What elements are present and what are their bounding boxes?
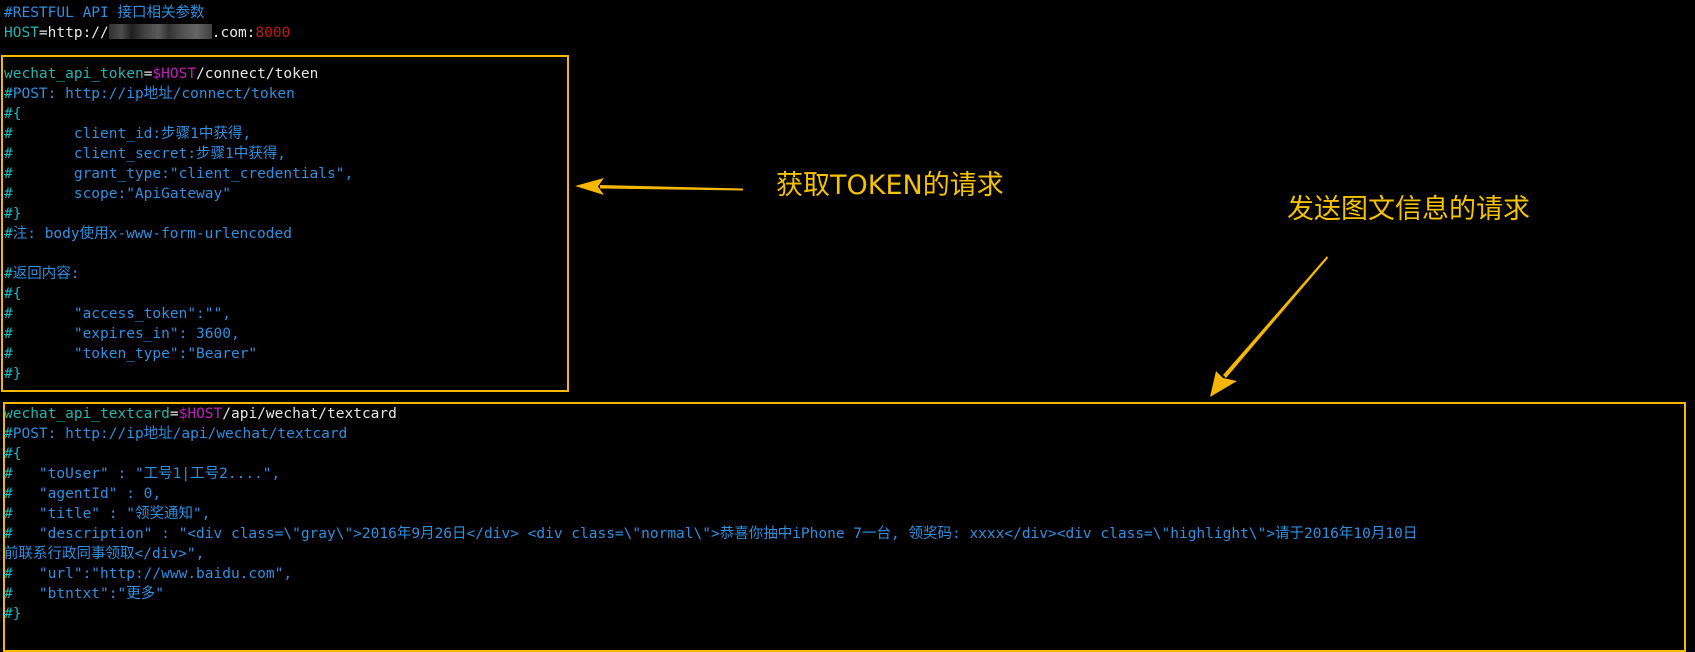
token-line-12: # "access_token":"", <box>4 304 231 324</box>
token-line-4: # client_secret:步骤1中获得, <box>4 144 286 164</box>
comment-marker: # <box>4 486 13 502</box>
comment-text: "access_token":"", <box>12 306 231 322</box>
arrow-left-icon <box>575 178 743 195</box>
comment-text: client_secret:步骤1中获得, <box>12 146 287 162</box>
textcard-path: /api/wechat/textcard <box>222 406 397 422</box>
comment-text: client_id:步骤1中获得, <box>12 126 252 142</box>
comment-text: "url":"http://www.baidu.com", <box>12 566 293 582</box>
comment-marker: #} <box>4 206 22 222</box>
textcard-line-9: # "btntxt":"更多" <box>4 584 164 604</box>
host-variable: HOST <box>4 25 39 41</box>
host-equals: = <box>38 25 48 41</box>
comment-marker: # <box>4 506 13 522</box>
comment-text: "description" : "<div class=\"gray\">201… <box>12 526 1418 542</box>
comment-text: "agentId" : 0, <box>12 486 162 502</box>
token-path: /connect/token <box>196 66 319 82</box>
arrow-down-left-icon <box>1210 256 1328 397</box>
token-line-10: #返回内容: <box>4 264 79 284</box>
textcard-line-5: # "title" : "领奖通知", <box>4 504 210 524</box>
comment-marker: #{ <box>4 106 22 122</box>
token-line-6: # scope:"ApiGateway" <box>4 184 231 204</box>
comment-marker: # <box>4 466 13 482</box>
comment-text: POST: http://ip地址/api/wechat/textcard <box>12 426 348 442</box>
token-line-7: #} <box>4 204 21 224</box>
comment-marker: #} <box>4 366 22 382</box>
comment-marker: # <box>4 326 13 342</box>
comment-marker: # <box>4 126 13 142</box>
comment-marker: # <box>4 306 13 322</box>
comment-marker: #} <box>4 606 22 622</box>
token-line-8: #注: body使用x-www-form-urlencoded <box>4 224 292 244</box>
token-line-13: # "expires_in": 3600, <box>4 324 240 344</box>
textcard-line-2: #{ <box>4 444 21 464</box>
textcard-var-line: wechat_api_textcard=$HOST/api/wechat/tex… <box>4 404 397 424</box>
comment-marker: #{ <box>4 286 22 302</box>
textcard-line-8: # "url":"http://www.baidu.com", <box>4 564 292 584</box>
textcard-line-3: # "toUser" : "工号1|工号2....", <box>4 464 280 484</box>
token-line-15: #} <box>4 364 21 384</box>
textcard-request-label: 发送图文信息的请求 <box>1287 194 1530 225</box>
textcard-line-4: # "agentId" : 0, <box>4 484 161 504</box>
comment-marker: #{ <box>4 446 22 462</box>
textcard-line-1: #POST: http://ip地址/api/wechat/textcard <box>4 424 347 444</box>
token-line-3: # client_id:步骤1中获得, <box>4 124 251 144</box>
comment-marker: # <box>4 146 13 162</box>
textcard-equals: = <box>169 406 179 422</box>
textcard-line-10: #} <box>4 604 21 624</box>
textcard-line-7: 前联系行政同事领取</div>", <box>4 544 204 564</box>
host-suffix: .com: <box>211 25 256 41</box>
comment-marker: # <box>4 346 13 362</box>
comment-text: POST: http://ip地址/connect/token <box>12 86 295 102</box>
redacted-hostname <box>108 24 212 39</box>
host-prefix: http:// <box>47 25 109 41</box>
comment-marker: # <box>4 586 13 602</box>
host-port: 8000 <box>255 25 291 41</box>
token-line-14: # "token_type":"Bearer" <box>4 344 257 364</box>
comment-marker: # <box>4 186 13 202</box>
comment-marker: # <box>4 166 13 182</box>
textcard-host-ref: $HOST <box>178 406 223 422</box>
comment-marker: # <box>4 566 13 582</box>
comment-text: grant_type:"client_credentials", <box>12 166 354 182</box>
token-request-highlight-box <box>1 55 569 392</box>
comment-text: "title" : "领奖通知", <box>12 506 211 522</box>
token-line-1: #POST: http://ip地址/connect/token <box>4 84 295 104</box>
comment-marker: # <box>4 266 13 282</box>
token-line-11: #{ <box>4 284 21 304</box>
token-var-name: wechat_api_token <box>4 66 144 82</box>
header-comment: #RESTFUL API 接口相关参数 <box>4 5 205 21</box>
host-line: HOST=http:// .com:8000 <box>4 23 290 43</box>
comment-marker: # <box>4 226 13 242</box>
comment-text: "btntxt":"更多" <box>12 586 164 602</box>
token-equals: = <box>143 66 153 82</box>
comment-text: "toUser" : "工号1|工号2....", <box>12 466 281 482</box>
comment-text: scope:"ApiGateway" <box>12 186 231 202</box>
comment-text: 注: body使用x-www-form-urlencoded <box>12 226 292 242</box>
token-line-2: #{ <box>4 104 21 124</box>
header-comment-line: #RESTFUL API 接口相关参数 <box>4 3 205 23</box>
textcard-line-6: # "description" : "<div class=\"gray\">2… <box>4 524 1417 544</box>
token-request-label: 获取TOKEN的请求 <box>776 170 1004 201</box>
textcard-var-name: wechat_api_textcard <box>4 406 170 422</box>
token-host-ref: $HOST <box>152 66 197 82</box>
comment-text: 返回内容: <box>12 266 80 282</box>
token-line-5: # grant_type:"client_credentials", <box>4 164 353 184</box>
comment-marker: # <box>4 426 13 442</box>
comment-text: "expires_in": 3600, <box>12 326 240 342</box>
token-var-line: wechat_api_token=$HOST/connect/token <box>4 64 318 84</box>
comment-text: 前联系行政同事领取</div>", <box>4 546 205 562</box>
comment-text: "token_type":"Bearer" <box>12 346 258 362</box>
comment-marker: # <box>4 526 13 542</box>
comment-marker: # <box>4 86 13 102</box>
